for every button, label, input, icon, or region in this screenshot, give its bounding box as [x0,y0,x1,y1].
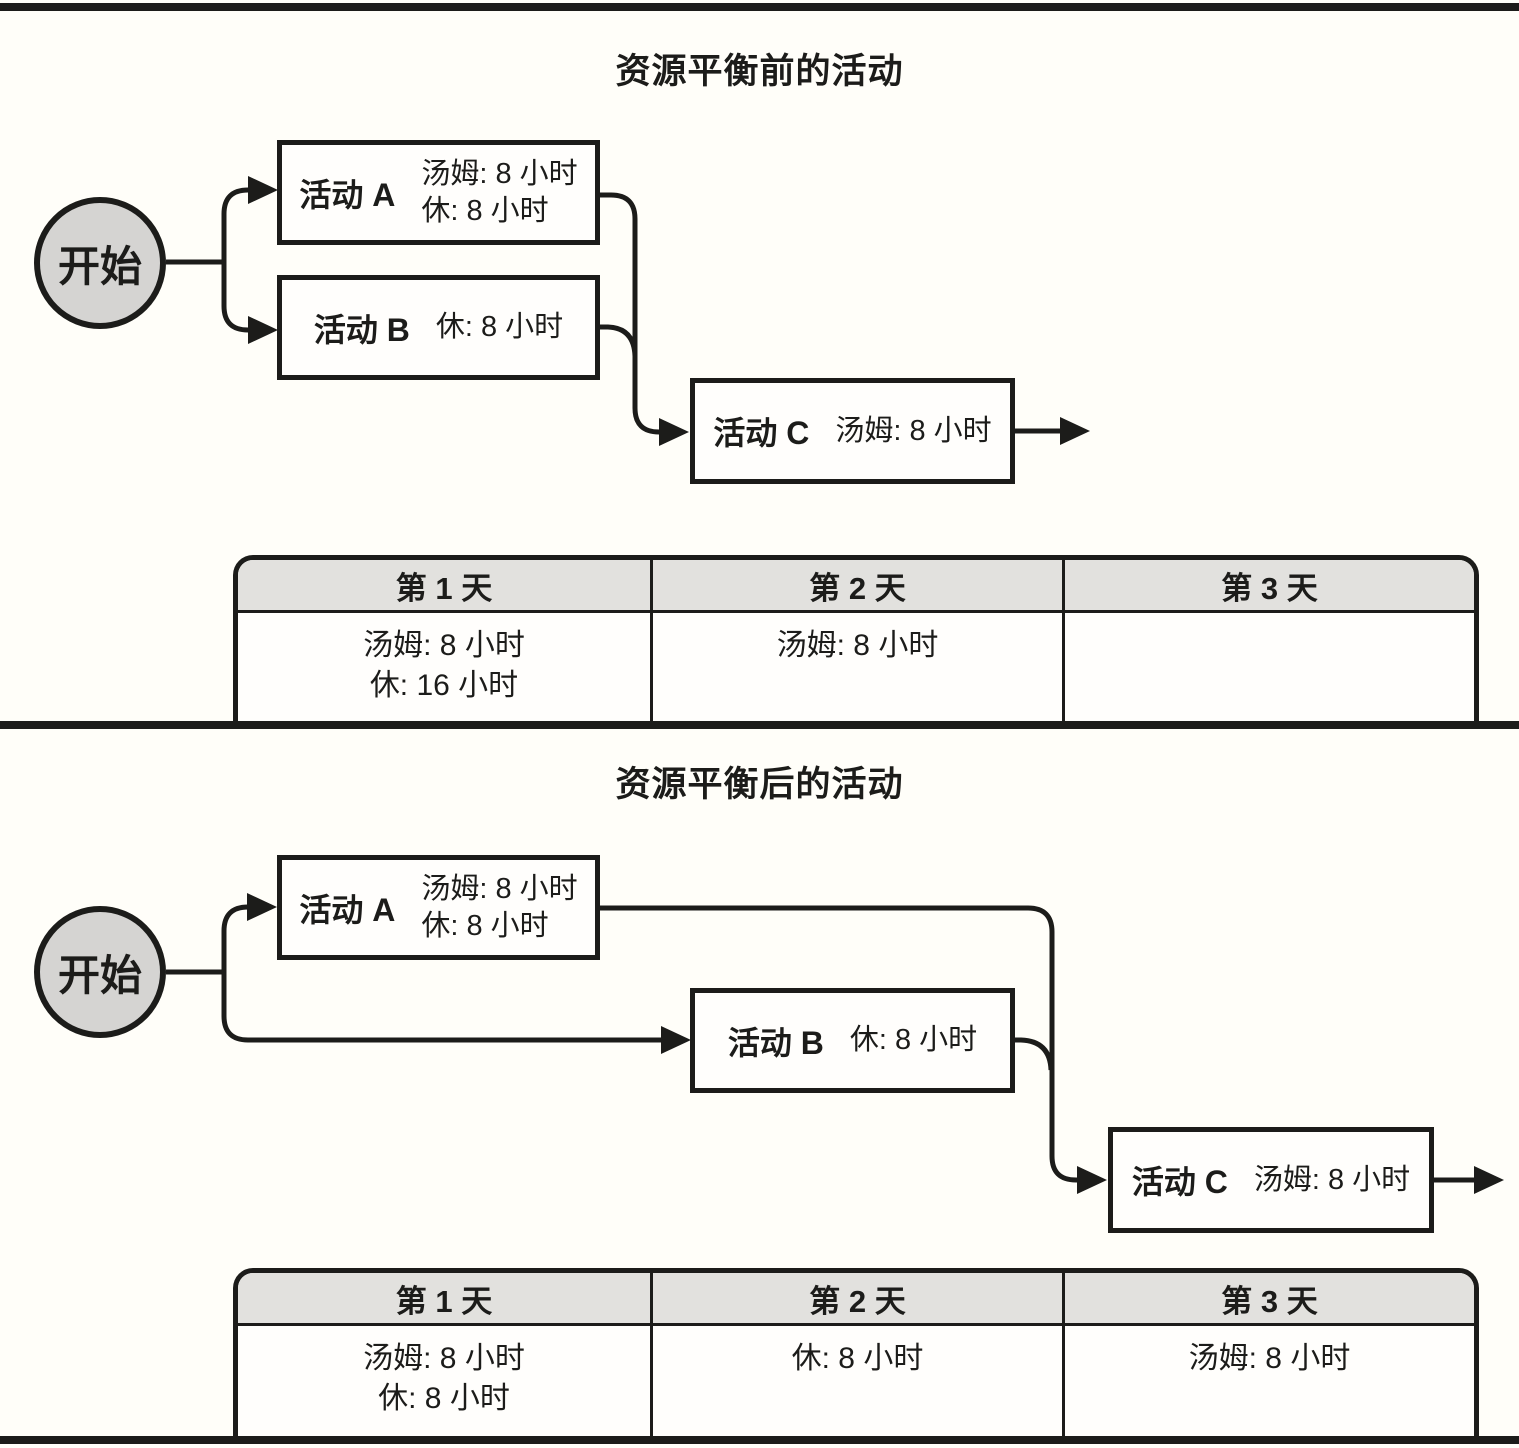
after-section-title: 资源平衡后的活动 [615,765,904,804]
day-1-cell: 汤姆: 8 小时 休: 16 小时 [238,613,650,722]
after-activity-a-box: 活动 A 汤姆: 8 小时 休: 8 小时 [277,855,600,960]
before-start-node: 开始 [34,197,166,329]
resource-line: 汤姆: 8 小时 [835,414,992,447]
edge-start-to-activity-a-before [221,187,251,262]
day-1-header: 第 1 天 [238,560,650,613]
day-2-header: 第 2 天 [650,560,1062,613]
activity-name: 活动 C [1131,1164,1228,1200]
activity-resources: 休: 8 小时 [436,309,563,346]
resource-line: 休: 8 小时 [421,909,549,942]
after-schedule-table: 第 1 天 第 2 天 第 3 天 汤姆: 8 小时 休: 8 小时 休: 8 … [233,1268,1479,1440]
activity-name: 活动 A [299,176,396,213]
before-activity-b-box: 活动 B 休: 8 小时 [277,275,600,380]
arrowhead-icon [659,418,689,446]
resource-line: 休: 8 小时 [421,194,549,227]
after-start-node: 开始 [34,906,166,1038]
arrowhead-icon [1060,417,1090,445]
bottom-border-rule [0,1436,1519,1444]
edge-start-to-activity-b-before [221,262,251,333]
arrowhead-icon [247,893,277,921]
activity-name: 活动 B [313,311,410,348]
resource-line: 汤姆: 8 小时 [421,872,578,905]
edge-activity-b-to-c-before [600,324,638,357]
arrowhead-icon [248,176,278,204]
activity-resources: 汤姆: 8 小时 休: 8 小时 [421,871,577,945]
after-activity-b-box: 活动 B 休: 8 小时 [690,988,1015,1093]
resource-line: 汤姆: 8 小时 [421,157,578,190]
activity-name: 活动 B [727,1024,824,1061]
edge-activity-a-to-c-before [600,192,662,435]
arrowhead-icon [1474,1166,1504,1194]
before-activity-a-box: 活动 A 汤姆: 8 小时 休: 8 小时 [277,140,600,245]
cell-line: 汤姆: 8 小时 [363,1342,525,1375]
day-1-cell: 汤姆: 8 小时 休: 8 小时 [238,1326,650,1440]
resource-line: 休: 8 小时 [435,311,564,343]
section-divider-rule [0,721,1519,729]
edge-start-to-activity-b-after [221,972,663,1043]
before-activity-c-box: 活动 C 汤姆: 8 小时 [690,378,1015,484]
day-3-cell: 汤姆: 8 小时 [1062,1326,1474,1440]
cell-line: 休: 8 小时 [791,1342,924,1375]
resource-line: 汤姆: 8 小时 [1253,1163,1411,1196]
top-border-rule [0,3,1519,11]
day-2-cell: 休: 8 小时 [650,1326,1062,1440]
edge-activity-b-to-c-after [1015,1037,1054,1071]
arrowhead-icon [1077,1166,1107,1194]
cell-line: 汤姆: 8 小时 [776,629,939,662]
start-node-label: 开始 [57,242,142,290]
day-1-header: 第 1 天 [238,1273,650,1326]
cell-line: 汤姆: 8 小时 [363,629,525,662]
activity-resources: 汤姆: 8 小时 [835,413,991,450]
arrowhead-icon [248,316,278,344]
before-section-title: 资源平衡前的活动 [615,52,904,91]
cell-line: 汤姆: 8 小时 [1188,1342,1351,1375]
resource-line: 休: 8 小时 [849,1024,978,1056]
before-schedule-table: 第 1 天 第 2 天 第 3 天 汤姆: 8 小时 休: 16 小时 汤姆: … [233,555,1479,722]
day-2-header: 第 2 天 [650,1273,1062,1326]
after-activity-c-box: 活动 C 汤姆: 8 小时 [1108,1127,1434,1233]
activity-resources: 汤姆: 8 小时 休: 8 小时 [421,156,577,230]
activity-name: 活动 A [299,891,396,928]
edge-start-to-activity-a-after [221,904,251,972]
day-2-cell: 汤姆: 8 小时 [650,613,1062,722]
day-3-header: 第 3 天 [1062,560,1474,613]
activity-resources: 汤姆: 8 小时 [1254,1162,1410,1199]
day-3-header: 第 3 天 [1062,1273,1474,1326]
start-node-label: 开始 [57,951,142,999]
activity-resources: 休: 8 小时 [850,1022,977,1059]
arrowhead-icon [661,1026,691,1054]
activity-name: 活动 C [713,415,810,451]
cell-line: 休: 16 小时 [369,669,519,702]
day-3-cell [1062,613,1474,722]
cell-line: 休: 8 小时 [378,1382,510,1415]
